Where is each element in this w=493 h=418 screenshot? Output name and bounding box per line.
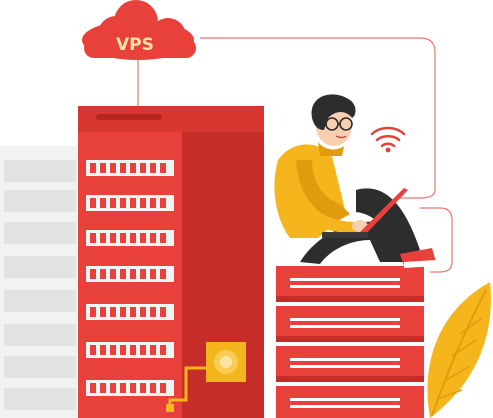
laptop-icon [322,188,408,238]
wifi-dot [385,147,391,153]
cloud-icon [82,0,196,60]
server-stack-icon [276,266,424,418]
wifi-icon [370,126,406,148]
person-icon [274,94,436,268]
connector-lines [137,37,453,273]
cloud-label: VPS [116,35,154,55]
leaf-icon [427,282,491,418]
server-rack-icon [78,106,264,418]
background-server-rack [0,146,82,418]
